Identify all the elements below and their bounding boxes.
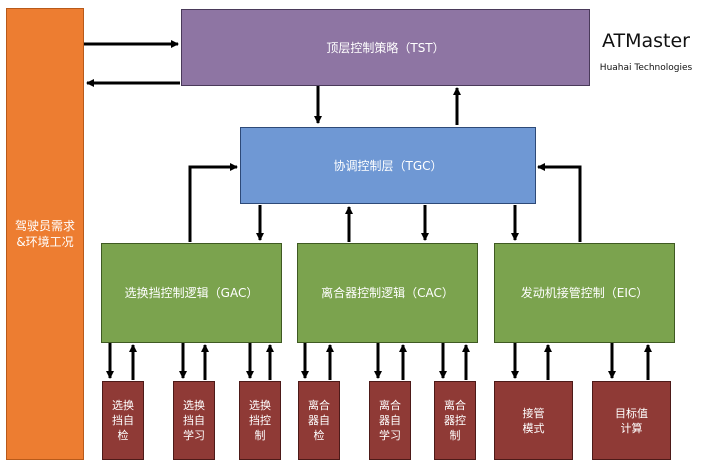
brand: ATMaster Huahai Technologies	[596, 30, 696, 74]
leaf-label: 离合 器控 制	[444, 399, 466, 442]
leaf-eic-target-calc: 目标值 计算	[592, 381, 671, 460]
tgc-block: 协调控制层（TGC）	[240, 127, 536, 204]
eic-block: 发动机接管控制（EIC）	[494, 243, 675, 343]
gac-label: 选换挡控制逻辑（GAC）	[124, 286, 259, 300]
leaf-label: 离合 器自 检	[308, 399, 330, 442]
tst-block: 顶层控制策略（TST）	[181, 9, 590, 86]
cac-label: 离合器控制逻辑（CAC）	[321, 286, 454, 300]
leaf-cac-self-check: 离合 器自 检	[298, 381, 340, 460]
leaf-label: 选换 挡自 学习	[183, 399, 205, 442]
leaf-label: 选换 挡自 检	[112, 399, 134, 442]
driver-demand-label: 驾驶员需求 &环境工况	[14, 219, 75, 249]
leaf-label: 目标值 计算	[615, 406, 648, 435]
leaf-gac-control: 选换 挡控 制	[239, 381, 281, 460]
leaf-gac-self-check: 选换 挡自 检	[102, 381, 144, 460]
gac-block: 选换挡控制逻辑（GAC）	[101, 243, 282, 343]
leaf-gac-self-learning: 选换 挡自 学习	[173, 381, 215, 460]
leaf-eic-takeover-mode: 接管 模式	[494, 381, 573, 460]
tst-label: 顶层控制策略（TST）	[326, 40, 445, 55]
leaf-label: 离合 器自 学习	[379, 399, 401, 442]
eic-label: 发动机接管控制（EIC）	[520, 286, 649, 300]
leaf-cac-self-learning: 离合 器自 学习	[369, 381, 411, 460]
brand-name: ATMaster	[601, 30, 690, 52]
leaf-label: 接管 模式	[522, 406, 545, 435]
cac-block: 离合器控制逻辑（CAC）	[297, 243, 478, 343]
leaf-cac-control: 离合 器控 制	[434, 381, 476, 460]
tgc-label: 协调控制层（TGC）	[333, 158, 443, 173]
brand-company: Huahai Technologies	[599, 63, 693, 73]
driver-demand-block: 驾驶员需求 &环境工况	[6, 8, 84, 460]
leaf-label: 选换 挡控 制	[249, 399, 271, 442]
